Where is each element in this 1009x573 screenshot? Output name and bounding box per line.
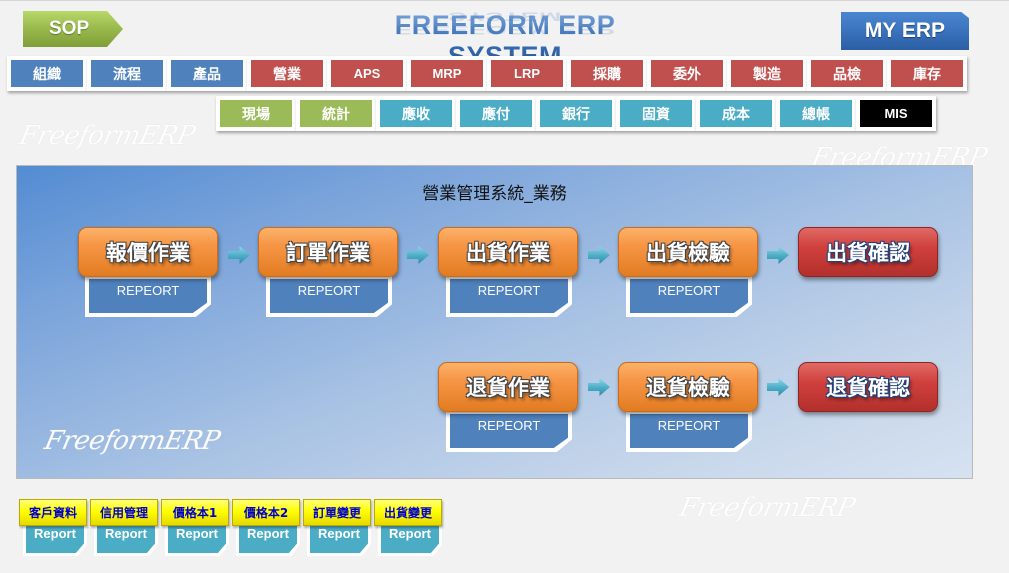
process-shipping-inspection[interactable]: 出貨檢驗: [618, 227, 758, 277]
arrow-right-icon: [588, 378, 610, 396]
mini-report-link[interactable]: Report: [236, 523, 300, 556]
nav-button-bank[interactable]: 銀行: [536, 96, 616, 131]
nav-button-quality[interactable]: 品檢: [807, 56, 887, 91]
mini-report-pricebook-2[interactable]: 價格本2 Report: [232, 499, 300, 557]
mini-report-pricebook-1[interactable]: 價格本1 Report: [161, 499, 229, 557]
nav-button-general-ledger[interactable]: 總帳: [776, 96, 856, 131]
sop-button[interactable]: SOP: [23, 11, 123, 47]
report-return-inspection[interactable]: REPEORT: [626, 410, 752, 452]
my-erp-label: MY ERP: [864, 19, 946, 42]
my-erp-button[interactable]: MY ERP: [841, 12, 969, 50]
sop-label: SOP: [49, 18, 90, 39]
mini-report-label: 客戶資料: [19, 499, 87, 526]
mini-report-customer[interactable]: 客戶資料 Report: [19, 499, 87, 557]
nav-button-manufacturing[interactable]: 製造: [727, 56, 807, 91]
process-return-confirm[interactable]: 退貨確認: [798, 362, 938, 412]
report-shipping-inspection[interactable]: REPEORT: [626, 275, 752, 317]
nav-button-fixed-assets[interactable]: 固資: [616, 96, 696, 131]
nav-button-sales[interactable]: 營業: [247, 56, 327, 91]
process-shipping-confirm[interactable]: 出貨確認: [798, 227, 938, 277]
mini-report-label: 價格本2: [232, 499, 300, 526]
arrow-right-icon: [407, 246, 429, 264]
process-order[interactable]: 訂單作業: [258, 227, 398, 277]
watermark-logo: FreeformERP: [41, 426, 223, 456]
nav-button-payable[interactable]: 應付: [456, 96, 536, 131]
mini-report-order-change[interactable]: 訂單變更 Report: [303, 499, 371, 557]
arrow-right-icon: [767, 378, 789, 396]
nav-button-statistics[interactable]: 統計: [296, 96, 376, 131]
mini-report-label: 價格本1: [161, 499, 229, 526]
nav-button-product[interactable]: 產品: [167, 56, 247, 91]
module-nav-row-2: 現場 統計 應收 應付 銀行 固資 成本 總帳 MIS: [216, 96, 936, 131]
mini-report-shipping-change[interactable]: 出貨變更 Report: [374, 499, 442, 557]
nav-button-mrp[interactable]: MRP: [407, 56, 487, 91]
process-return-inspection[interactable]: 退貨檢驗: [618, 362, 758, 412]
nav-button-mis[interactable]: MIS: [856, 96, 936, 131]
process-shipping[interactable]: 出貨作業: [438, 227, 578, 277]
arrow-right-icon: [588, 246, 610, 264]
process-quotation[interactable]: 報價作業: [78, 227, 218, 277]
nav-button-cost[interactable]: 成本: [696, 96, 776, 131]
watermark-logo: FreeformERP: [16, 121, 198, 151]
nav-button-inventory[interactable]: 庫存: [887, 56, 967, 91]
report-order[interactable]: REPEORT: [266, 275, 392, 317]
mini-report-link[interactable]: Report: [165, 523, 229, 556]
report-shipping[interactable]: REPEORT: [446, 275, 572, 317]
report-return[interactable]: REPEORT: [446, 410, 572, 452]
module-nav-row-1: 組織 流程 產品 營業 APS MRP LRP 採購 委外 製造 品檢 庫存: [7, 56, 967, 91]
nav-button-flow[interactable]: 流程: [87, 56, 167, 91]
nav-button-receivable[interactable]: 應收: [376, 96, 456, 131]
sales-process-panel: 營業管理系統_業務 報價作業 REPEORT 訂單作業 REPEORT 出貨作業…: [16, 165, 973, 479]
mini-report-label: 信用管理: [90, 499, 158, 526]
mini-report-label: 訂單變更: [303, 499, 371, 526]
nav-button-org[interactable]: 組織: [7, 56, 87, 91]
mini-report-link[interactable]: Report: [94, 523, 158, 556]
nav-button-shopfloor[interactable]: 現場: [216, 96, 296, 131]
mini-report-link[interactable]: Report: [378, 523, 442, 556]
watermark-logo: FreeformERP: [676, 493, 858, 523]
mini-report-link[interactable]: Report: [307, 523, 371, 556]
process-return[interactable]: 退貨作業: [438, 362, 578, 412]
arrow-right-icon: [228, 246, 250, 264]
nav-button-outsourcing[interactable]: 委外: [647, 56, 727, 91]
nav-button-purchasing[interactable]: 採購: [567, 56, 647, 91]
nav-button-aps[interactable]: APS: [327, 56, 407, 91]
arrow-right-icon: [767, 246, 789, 264]
nav-button-lrp[interactable]: LRP: [487, 56, 567, 91]
mini-report-link[interactable]: Report: [23, 523, 87, 556]
panel-title: 營業管理系統_業務: [422, 184, 567, 204]
mini-report-credit[interactable]: 信用管理 Report: [90, 499, 158, 557]
report-quotation[interactable]: REPEORT: [85, 275, 211, 317]
mini-report-label: 出貨變更: [374, 499, 442, 526]
